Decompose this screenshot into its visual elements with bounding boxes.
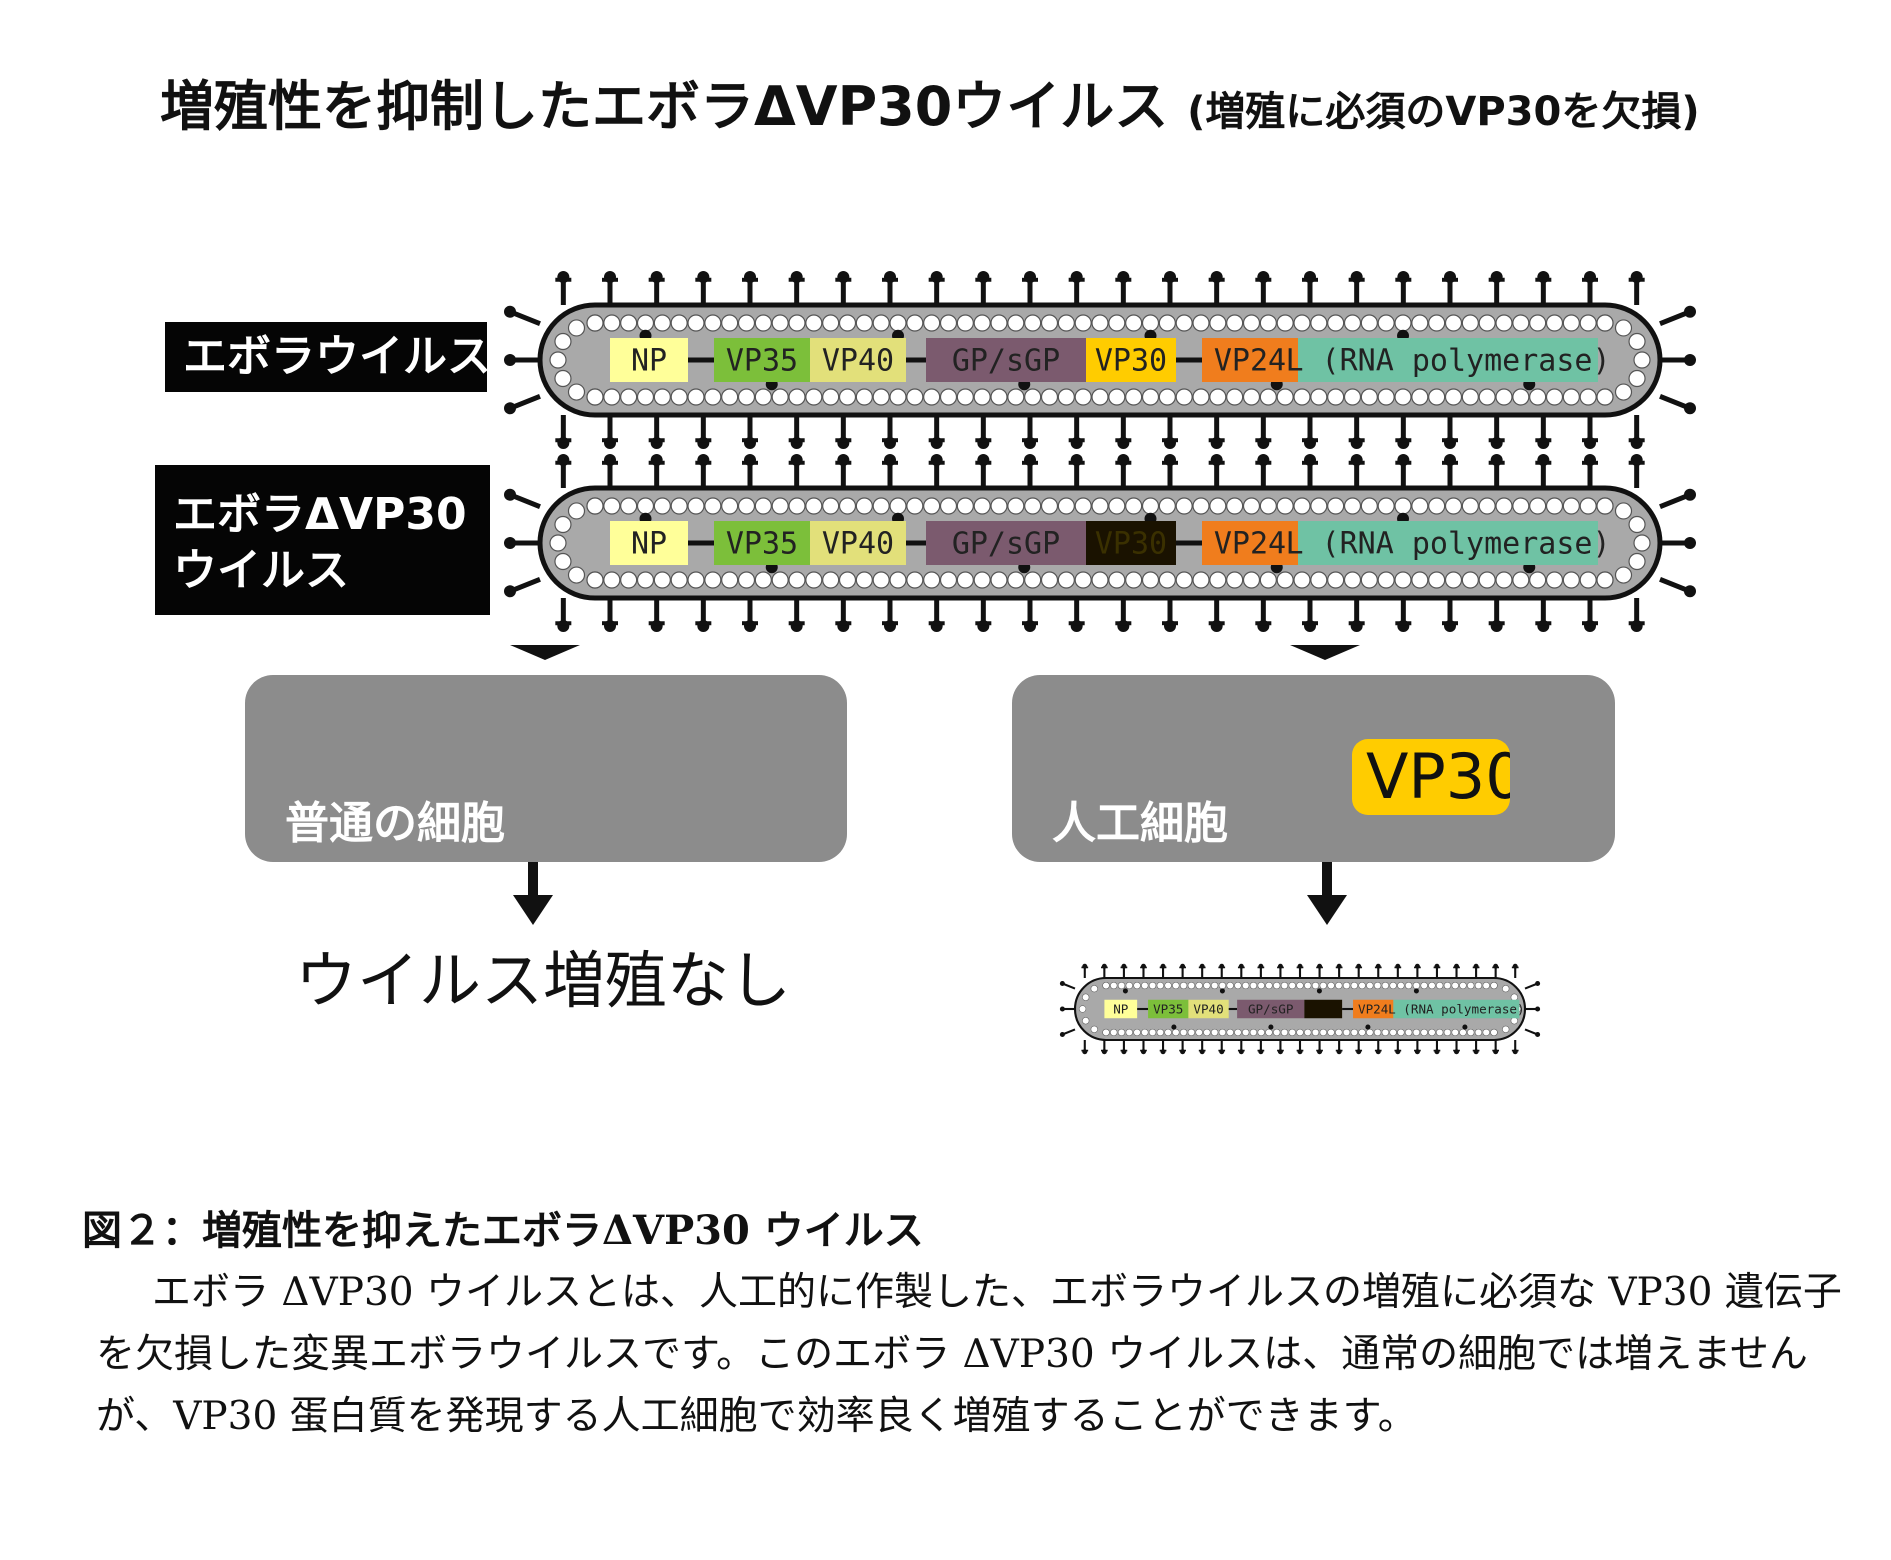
svg-text:VP40: VP40: [1193, 1001, 1223, 1016]
gene-vp35: VP35: [714, 521, 810, 565]
title-sub: (増殖に必須のVP30を欠損): [1187, 89, 1700, 135]
artificial-cell-label: 人工細胞: [1052, 798, 1228, 849]
svg-text:VP30: VP30: [1095, 527, 1167, 562]
gene-vp30: VP30: [1086, 521, 1176, 565]
arrow-down-right-icon: [1307, 860, 1347, 925]
caption-title: 図２：増殖性を抑えたエボラΔVP30 ウイルス: [82, 1207, 924, 1254]
gene-l: L (RNA polymerase): [1388, 999, 1525, 1019]
normal-cell: 普通の細胞: [245, 675, 847, 862]
gene-vp30: [1304, 999, 1343, 1019]
page-title: 増殖性を抑制したエボラΔVP30ウイルス (増殖に必須のVP30を欠損): [160, 62, 1700, 141]
svg-text:NP: NP: [631, 344, 667, 379]
svg-text:VP35: VP35: [726, 344, 798, 379]
gene-gp-sgp: GP/sGP: [926, 338, 1086, 382]
gene-vp24: VP24: [1353, 999, 1394, 1019]
svg-text:L (RNA polymerase): L (RNA polymerase): [1285, 344, 1610, 379]
svg-text:L (RNA polymerase): L (RNA polymerase): [1388, 1001, 1524, 1016]
gene-np: NP: [610, 338, 688, 382]
gene-vp40: VP40: [810, 338, 906, 382]
svg-text:GP/sGP: GP/sGP: [1248, 1001, 1294, 1016]
gene-l: L (RNA polymerase): [1285, 338, 1611, 382]
gene-vp40: VP40: [810, 521, 906, 565]
gene-np: NP: [1104, 999, 1138, 1019]
gene-vp24: VP24: [1202, 338, 1298, 382]
title-main: 増殖性を抑制したエボラΔVP30ウイルス: [160, 75, 1169, 138]
gene-vp35: VP35: [714, 338, 810, 382]
gene-np: NP: [610, 521, 688, 565]
svg-text:L (RNA polymerase): L (RNA polymerase): [1285, 527, 1610, 562]
gene-gp-sgp: GP/sGP: [1237, 999, 1305, 1019]
chevron-right-icon: [1290, 645, 1360, 660]
caption-body: エボラ ΔVP30 ウイルスとは、人工的に作製した、エボラウイルスの増殖に必須な…: [96, 1270, 1842, 1439]
arrow-down-left-icon: [513, 860, 553, 925]
svg-text:NP: NP: [1113, 1001, 1129, 1016]
gene-vp24: VP24: [1202, 521, 1298, 565]
gene-vp30: VP30: [1086, 338, 1176, 382]
artificial-cell: 人工細胞 VP30: [1012, 675, 1615, 862]
svg-text:VP35: VP35: [726, 527, 798, 562]
vp30-protein-badge: VP30: [1352, 739, 1510, 815]
svg-text:VP40: VP40: [822, 344, 894, 379]
result-no-growth: ウイルス増殖なし: [295, 944, 792, 1017]
gene-vp35: VP35: [1148, 999, 1189, 1019]
gene-l: L (RNA polymerase): [1285, 521, 1611, 565]
svg-text:VP40: VP40: [822, 527, 894, 562]
label-delta-vp30-virus: エボラΔVP30 ウイルス: [155, 465, 490, 615]
svg-text:VP24: VP24: [1214, 527, 1286, 562]
gene-gp-sgp: GP/sGP: [926, 521, 1086, 565]
svg-text:VP24: VP24: [1358, 1001, 1388, 1016]
svg-text:GP/sGP: GP/sGP: [952, 344, 1060, 379]
normal-cell-label: 普通の細胞: [285, 798, 505, 849]
svg-text:VP35: VP35: [1153, 1001, 1183, 1016]
svg-text:GP/sGP: GP/sGP: [952, 527, 1060, 562]
svg-text:VP24: VP24: [1214, 344, 1286, 379]
svg-text:VP30: VP30: [1095, 344, 1167, 379]
chevron-left-icon: [510, 645, 580, 660]
figure-caption: 図２：増殖性を抑えたエボラΔVP30 ウイルス エボラ ΔVP30 ウイルスとは…: [82, 1198, 1862, 1448]
svg-text:NP: NP: [631, 527, 667, 562]
gene-vp40: VP40: [1188, 999, 1229, 1019]
label-wild-type-virus: エボラウイルス: [165, 322, 491, 392]
